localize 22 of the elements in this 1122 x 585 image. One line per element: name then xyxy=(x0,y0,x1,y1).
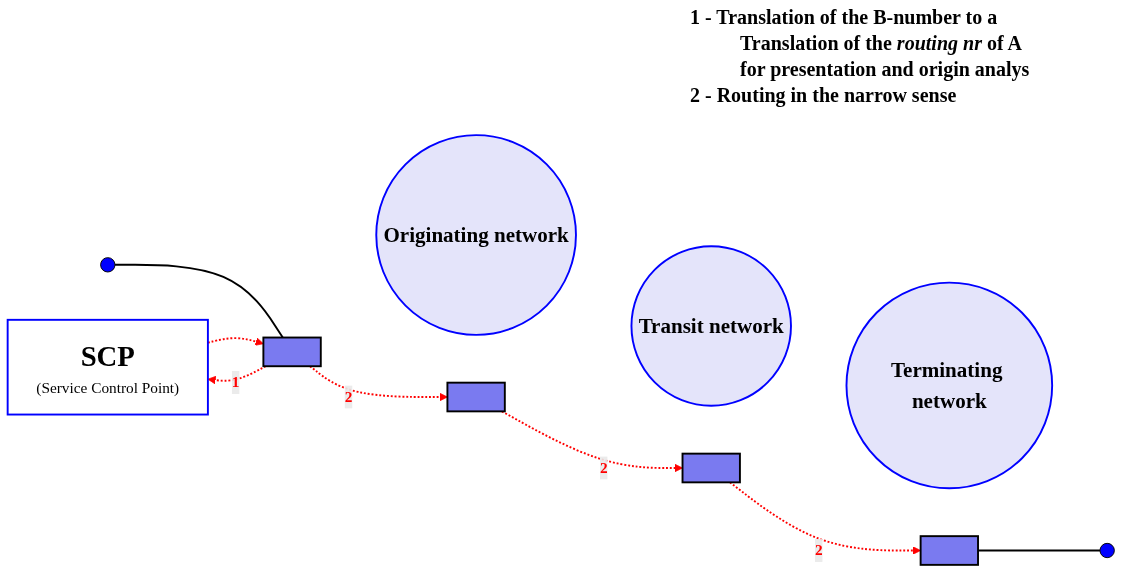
node-circle xyxy=(1099,542,1115,559)
note-text: for presentation and origin analys xyxy=(739,57,1030,82)
node-box: SCP (Service Control Point) xyxy=(6,318,209,416)
arrow xyxy=(500,410,683,473)
node-circle: Transit network xyxy=(630,245,792,407)
node-circle: Originating network xyxy=(375,134,577,336)
node-box xyxy=(681,452,741,484)
note-text: 1 - Translation of the B-number to a xyxy=(690,5,999,30)
note-text: Translation of the routing nr of A xyxy=(739,31,1023,56)
edge-label: 2 xyxy=(814,541,823,559)
arrow xyxy=(309,365,448,402)
note-text: 2 - Routing in the narrow sense xyxy=(690,83,958,108)
edge-label: 1 xyxy=(231,373,240,391)
edge-label: 2 xyxy=(599,459,608,476)
connector xyxy=(114,263,284,339)
node-box xyxy=(446,381,506,413)
node-circle xyxy=(100,257,116,273)
edge-label: 2 xyxy=(344,388,353,405)
node-box xyxy=(262,336,322,368)
node-box xyxy=(919,535,979,566)
arrow xyxy=(728,481,921,555)
node-circle: Terminating network xyxy=(845,281,1054,490)
